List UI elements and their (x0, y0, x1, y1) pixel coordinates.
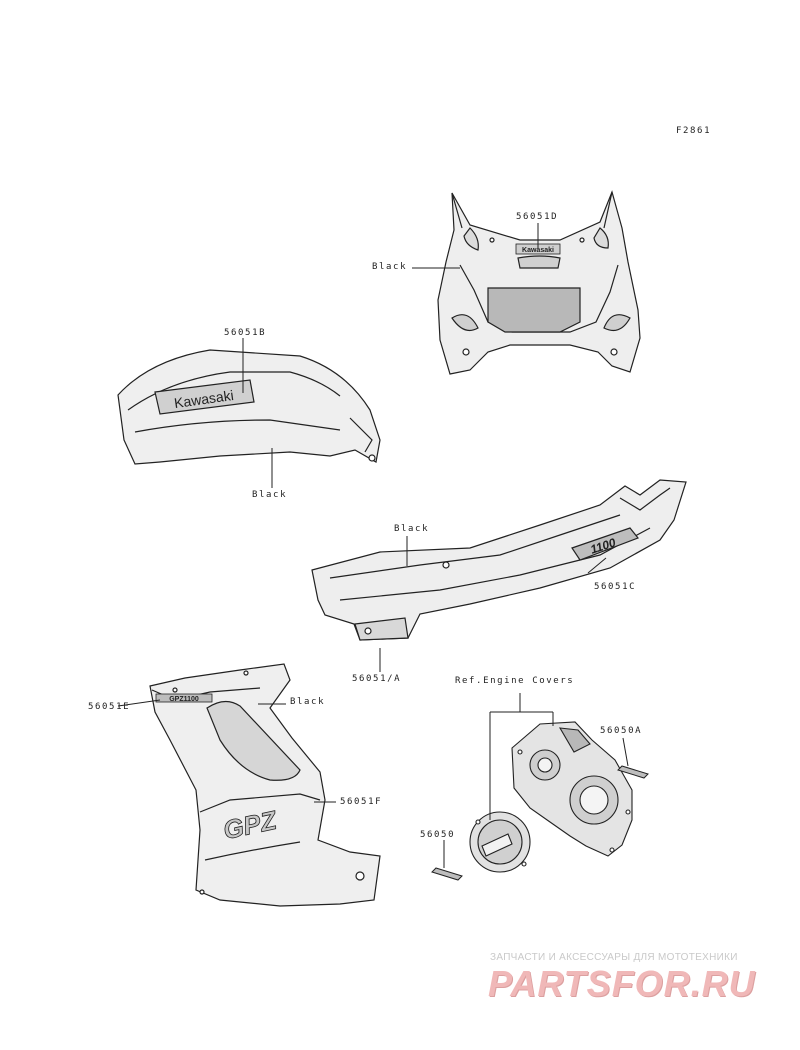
cowl-kawasaki-logo: Kawasaki (522, 247, 554, 254)
engine-cover-large (511, 721, 633, 857)
watermark-brand: PARTSFOR.RU (488, 963, 756, 1004)
label-ref-engine-covers: Ref.Engine Covers (455, 676, 575, 686)
fuel-tank: Kawasaki (117, 349, 381, 465)
label-56051e: 56051E (88, 702, 131, 712)
figure-code: F2861 (676, 126, 712, 136)
label-black-cowl: Black (372, 262, 408, 272)
label-56051a: 56051/A (352, 674, 402, 684)
tail-cowl: 1100 (311, 479, 687, 641)
fairing-gpz1100-small: GPZ1100 (169, 696, 199, 703)
label-black-tail: Black (394, 524, 430, 534)
leader-lines (117, 223, 629, 868)
label-56051d: 56051D (516, 212, 559, 222)
watermark-tagline: ЗАПЧАСТИ И АКСЕССУАРЫ ДЛЯ МОТОТЕХНИКИ (490, 952, 738, 963)
front-cowl: Kawasaki (437, 190, 641, 375)
label-56051b: 56051B (224, 328, 267, 338)
label-56051f: 56051F (340, 797, 383, 807)
engine-cover-small (469, 811, 531, 873)
side-fairing: GPZ1100 GPZ (149, 663, 381, 907)
fairing-gpz-script: GPZ (221, 805, 281, 846)
label-56050: 56050 (420, 830, 456, 840)
label-56050a: 56050A (600, 726, 643, 736)
decal-strip-56050 (431, 867, 463, 881)
decal-strip-56050a (617, 765, 649, 779)
label-56051c: 56051C (594, 582, 637, 592)
label-black-tank: Black (252, 490, 288, 500)
label-black-fairing: Black (290, 697, 326, 707)
